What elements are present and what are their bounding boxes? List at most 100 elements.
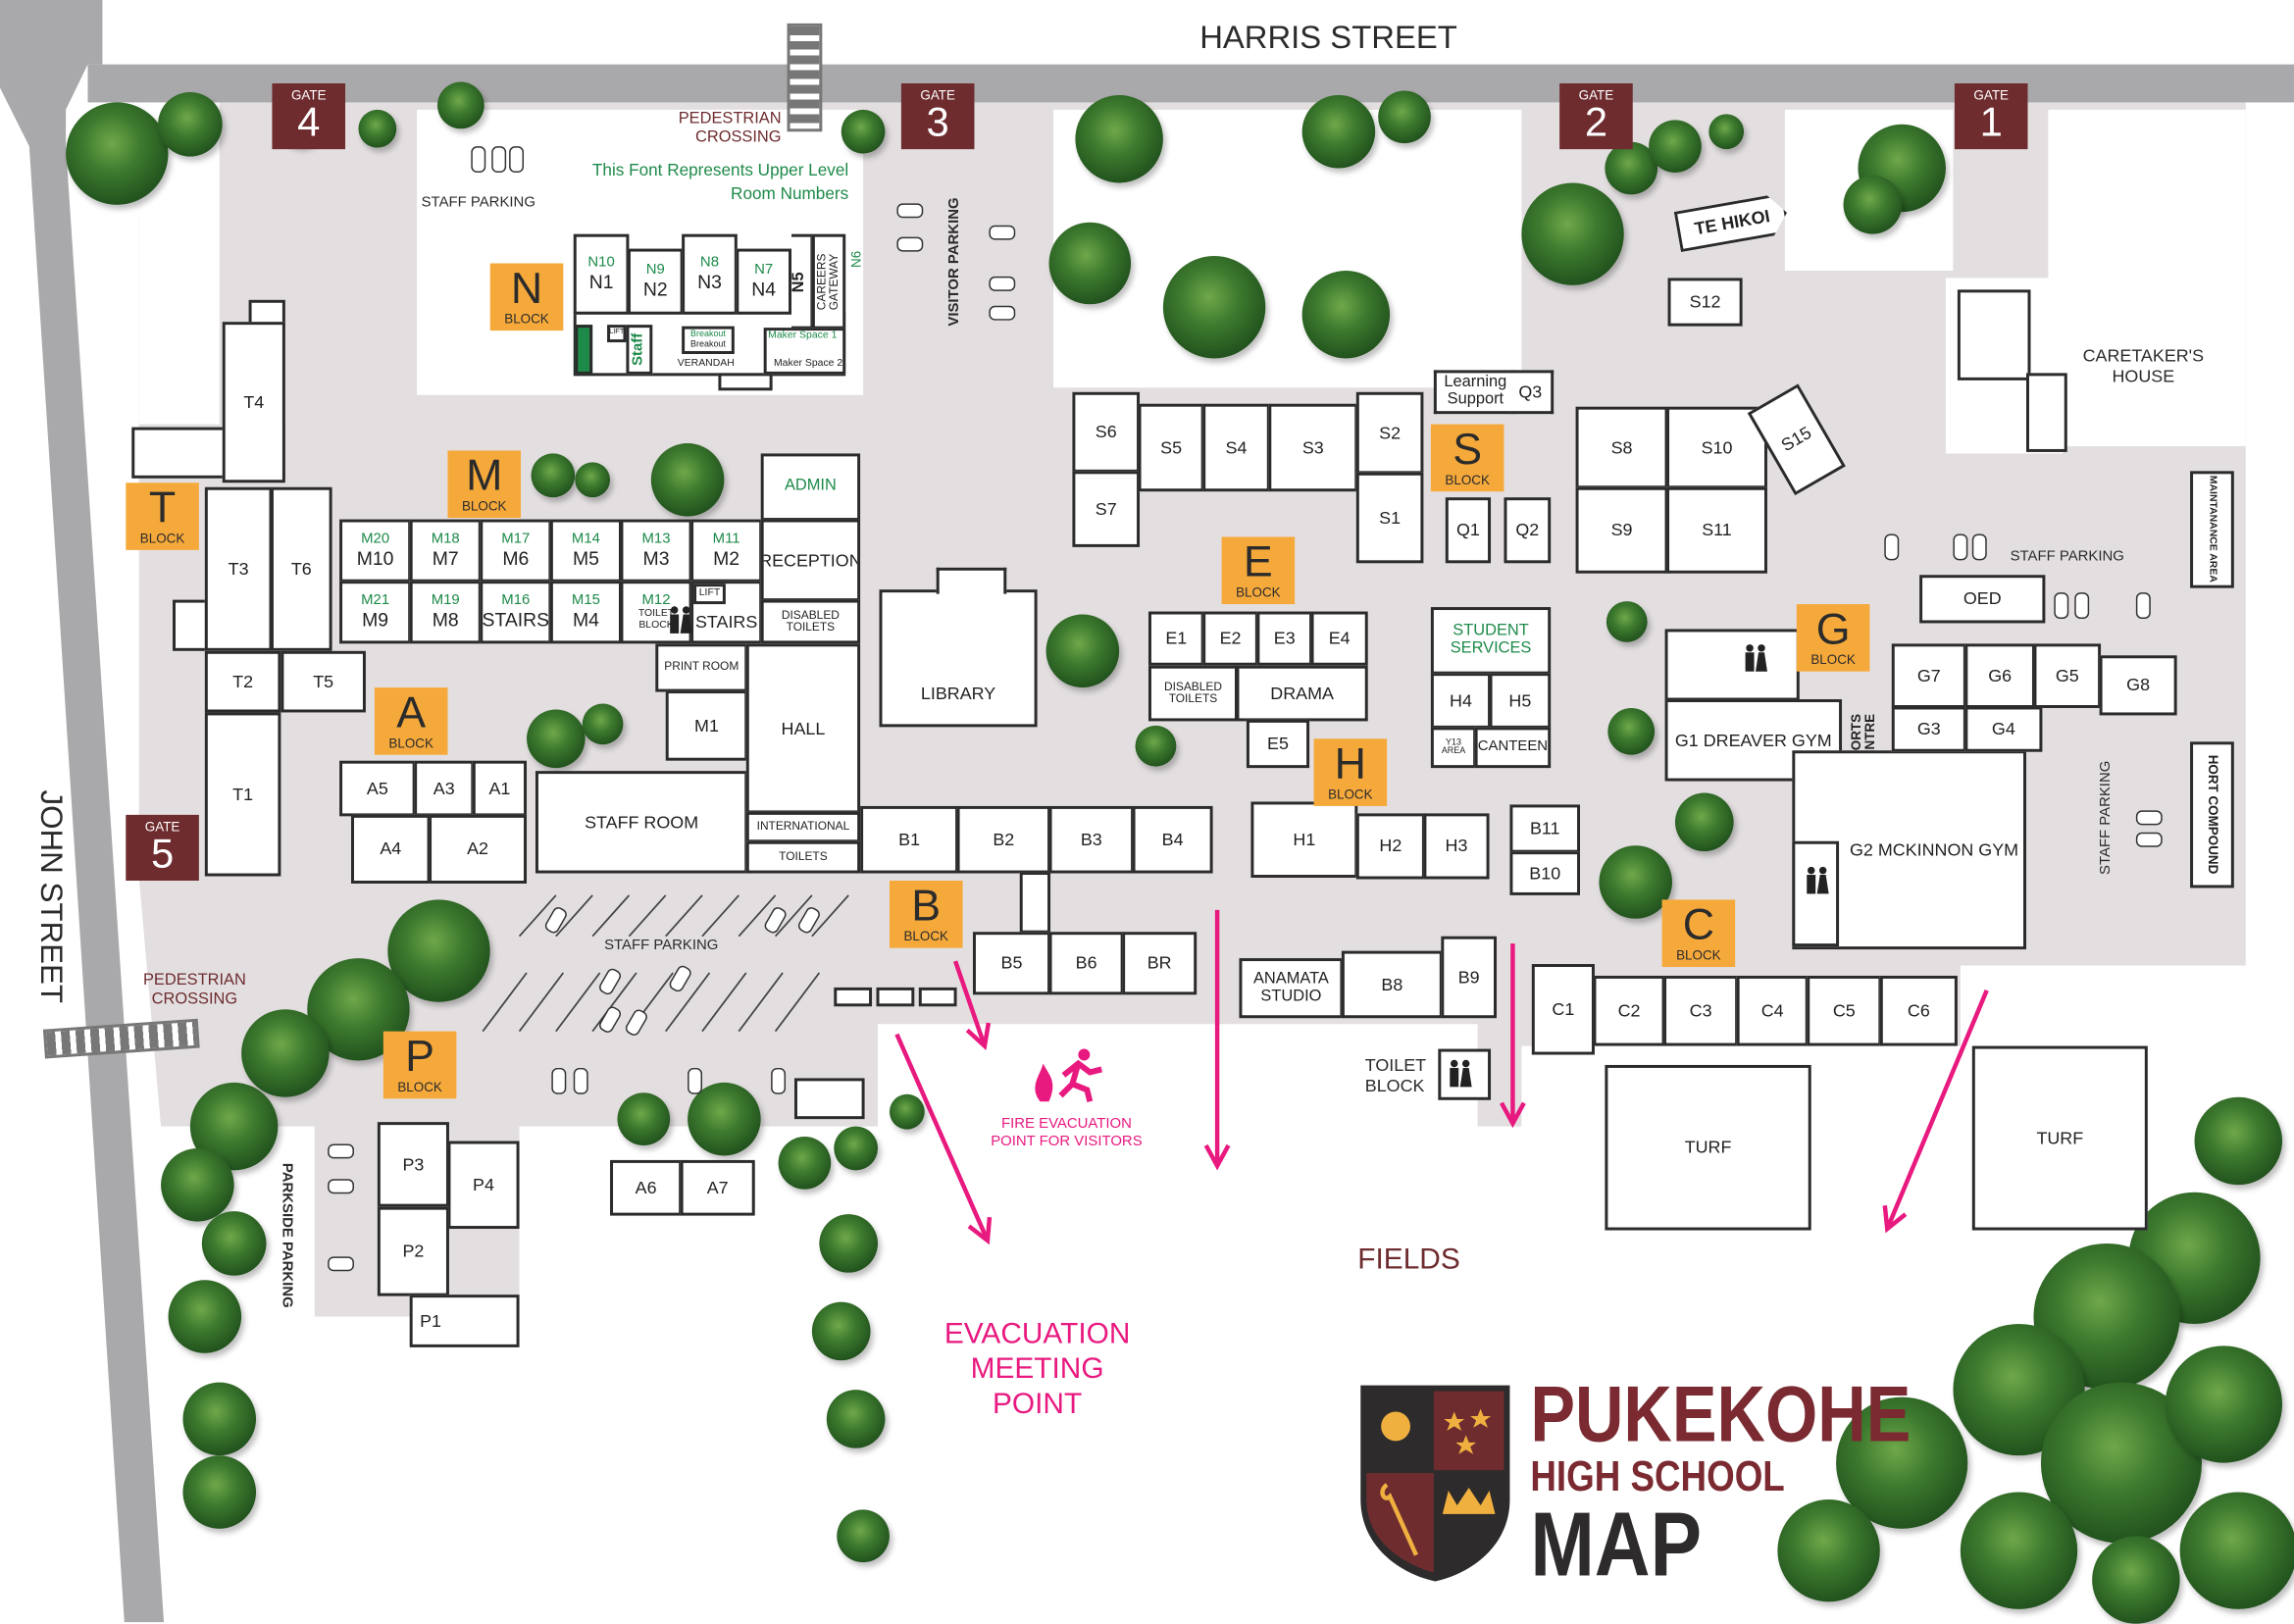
building-b9[interactable]: B9 <box>1441 936 1498 1019</box>
building-c1[interactable]: C1 <box>1531 964 1595 1055</box>
building-c5[interactable]: C5 <box>1807 975 1882 1046</box>
building-n5[interactable]: N5 <box>791 233 814 330</box>
building-s12[interactable]: S12 <box>1667 278 1743 327</box>
building-a7[interactable]: A7 <box>680 1159 755 1216</box>
building-y13[interactable]: Y13 AREA <box>1430 727 1477 769</box>
building-h2[interactable]: H2 <box>1355 813 1425 880</box>
building-s7[interactable]: S7 <box>1072 471 1141 547</box>
building-student-services[interactable]: STUDENT SERVICES <box>1430 607 1552 675</box>
building-print-room[interactable]: PRINT ROOM <box>655 643 748 692</box>
building-s8[interactable]: S8 <box>1575 406 1668 489</box>
building-a2[interactable]: A2 <box>429 814 528 884</box>
building-c2[interactable]: C2 <box>1593 975 1665 1046</box>
building-e4[interactable]: E4 <box>1310 611 1368 666</box>
building-b10[interactable]: B10 <box>1509 851 1581 895</box>
building-a5[interactable]: A5 <box>339 760 416 817</box>
building-maintenance[interactable]: MAINTANANCE AREA <box>2190 471 2234 588</box>
building-b2[interactable]: B2 <box>956 805 1051 874</box>
building-maker2[interactable]: Maker Space 2 <box>773 355 842 371</box>
building-g6[interactable]: G6 <box>1964 643 2035 708</box>
building-hort[interactable]: HORT COMPOUND <box>2190 741 2234 888</box>
building-q3[interactable]: Q3 <box>1509 370 1555 415</box>
building-p2[interactable]: P2 <box>377 1206 449 1296</box>
building-s6[interactable]: S6 <box>1072 391 1141 473</box>
building-t4[interactable]: T4 <box>222 322 285 483</box>
building-c4[interactable]: C4 <box>1736 975 1809 1046</box>
building-h1[interactable]: H1 <box>1250 801 1358 879</box>
building-b11[interactable]: B11 <box>1509 804 1581 853</box>
building-t3[interactable]: T3 <box>204 486 273 651</box>
building-b8[interactable]: B8 <box>1341 950 1443 1019</box>
building-verandah[interactable]: VERANDAH <box>666 355 746 373</box>
building-b3[interactable]: B3 <box>1048 805 1135 874</box>
building-canteen[interactable]: CANTEEN <box>1474 727 1552 769</box>
building-a3[interactable]: A3 <box>414 760 475 817</box>
building-maker1[interactable]: Maker Space 1 <box>763 328 846 375</box>
building-e1[interactable]: E1 <box>1147 611 1204 666</box>
building-s2[interactable]: S2 <box>1355 391 1424 475</box>
building-q1[interactable]: Q1 <box>1445 497 1492 564</box>
building-disabled-toilets-m[interactable]: DISABLED TOILETS <box>760 599 861 644</box>
building-library[interactable]: LIBRARY <box>879 589 1038 728</box>
building-t5[interactable]: T5 <box>280 650 366 713</box>
building-e5[interactable]: E5 <box>1246 719 1310 769</box>
building-s5[interactable]: S5 <box>1138 403 1204 492</box>
building-a4[interactable]: A4 <box>351 814 431 884</box>
building-toilets[interactable]: TOILETS <box>745 840 861 874</box>
building-b1[interactable]: B1 <box>860 805 959 874</box>
building-h5[interactable]: H5 <box>1489 673 1552 729</box>
building-stairs-m[interactable]: STAIRS <box>690 581 763 644</box>
building-a1[interactable]: A1 <box>472 760 528 817</box>
building-s1[interactable]: S1 <box>1355 472 1424 564</box>
building-anamata[interactable]: ANAMATA STUDIO <box>1239 958 1344 1019</box>
building-learning-support[interactable]: Learning Support <box>1433 370 1514 415</box>
building-g7[interactable]: G7 <box>1891 643 1966 708</box>
building-oed[interactable]: OED <box>1919 575 2046 624</box>
building-g5[interactable]: G5 <box>2033 643 2102 708</box>
building-g3[interactable]: G3 <box>1891 706 1966 752</box>
building-q2[interactable]: Q2 <box>1504 497 1552 564</box>
building-n6[interactable]: N6 <box>848 241 866 278</box>
building-b6[interactable]: B6 <box>1048 932 1124 995</box>
building-t1[interactable]: T1 <box>204 712 281 877</box>
building-e2[interactable]: E2 <box>1202 611 1258 666</box>
building-c6[interactable]: C6 <box>1879 975 1958 1046</box>
building-admin[interactable]: ADMIN <box>760 453 861 522</box>
building-s3[interactable]: S3 <box>1268 403 1358 492</box>
building-s4[interactable]: S4 <box>1202 403 1270 492</box>
building-c3[interactable]: C3 <box>1663 975 1739 1046</box>
building-turf1[interactable]: TURF <box>1605 1064 1811 1231</box>
building-s10[interactable]: S10 <box>1666 406 1767 489</box>
building-b4[interactable]: B4 <box>1132 805 1213 874</box>
building-hall[interactable]: HALL <box>745 643 861 814</box>
building-drama[interactable]: DRAMA <box>1236 665 1368 722</box>
building-international[interactable]: INTERNATIONAL <box>745 811 861 843</box>
building-reception[interactable]: RECEPTION <box>760 519 861 602</box>
building-a6[interactable]: A6 <box>610 1159 683 1216</box>
building-p4[interactable]: P4 <box>447 1141 520 1230</box>
building-lift-n[interactable]: LIFT <box>607 325 627 343</box>
building-disabled-toilets-e[interactable]: DISABLED TOILETS <box>1147 665 1238 722</box>
